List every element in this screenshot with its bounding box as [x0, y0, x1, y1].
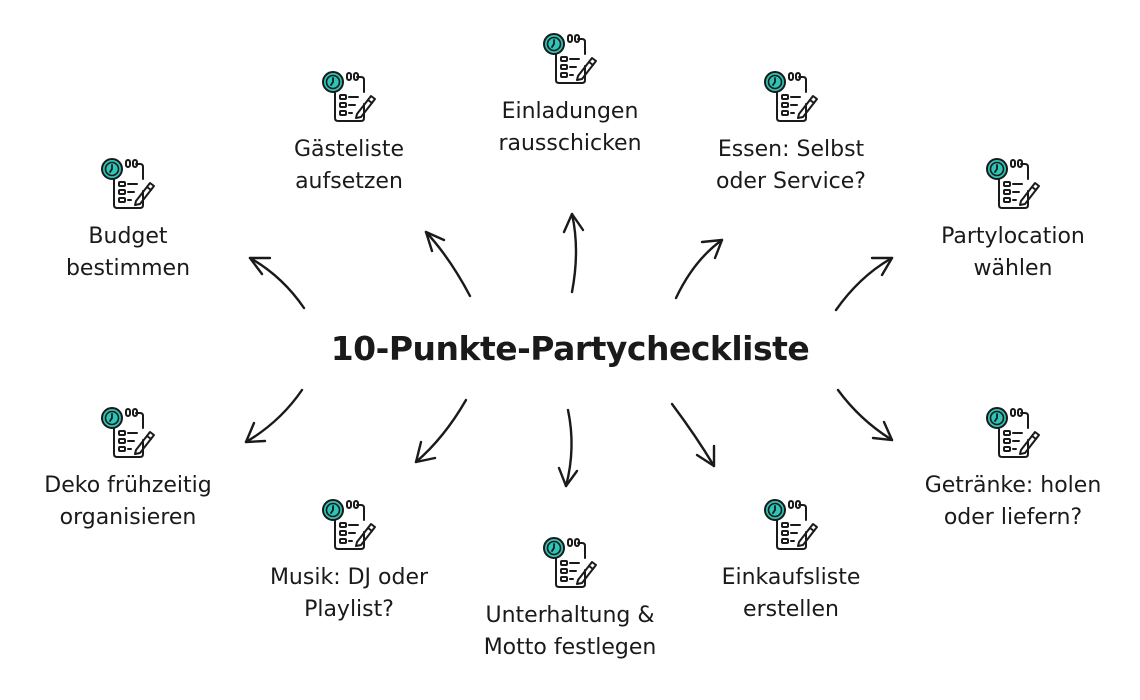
item-einladungen: Einladungen rausschicken [450, 30, 690, 160]
item-getraenke: Getränke: holen oder liefern? [893, 404, 1133, 534]
item-einkaufsliste: Einkaufsliste erstellen [671, 496, 911, 626]
arrow-musik [414, 398, 468, 464]
arrow-unterhaltung [557, 408, 579, 488]
item-label: Gästeliste aufsetzen [294, 137, 404, 194]
arrow-gaesteliste [424, 230, 472, 298]
item-unterhaltung: Unterhaltung & Motto festlegen [450, 534, 690, 664]
item-label: Essen: Selbst oder Service? [716, 137, 866, 194]
arrow-einkaufsliste [670, 402, 716, 468]
arrow-budget [248, 256, 306, 310]
item-label: Getränke: holen oder liefern? [924, 473, 1102, 530]
item-partylocation: Partylocation wählen [893, 155, 1133, 285]
item-label: Deko frühzeitig organisieren [44, 473, 212, 530]
clock-checklist-icon [763, 68, 819, 126]
arrow-einladungen [562, 212, 585, 294]
clock-checklist-icon [763, 496, 819, 554]
clock-checklist-icon [100, 155, 156, 213]
clock-checklist-icon [542, 30, 598, 88]
arrow-partylocation [834, 256, 894, 312]
item-label: Unterhaltung & Motto festlegen [483, 603, 657, 660]
item-label: Einladungen rausschicken [498, 99, 642, 156]
item-deko: Deko frühzeitig organisieren [8, 404, 248, 534]
arrow-getraenke [836, 388, 894, 442]
arrow-deko [244, 388, 304, 444]
item-gaesteliste: Gästeliste aufsetzen [229, 68, 469, 198]
item-label: Einkaufsliste erstellen [721, 565, 861, 622]
item-label: Musik: DJ oder Playlist? [269, 565, 429, 622]
clock-checklist-icon [542, 534, 598, 592]
diagram-title: 10-Punkte-Partycheckliste [330, 329, 810, 368]
item-budget: Budget bestimmen [8, 155, 248, 285]
clock-checklist-icon [985, 404, 1041, 462]
clock-checklist-icon [985, 155, 1041, 213]
item-label: Partylocation wählen [941, 224, 1085, 281]
item-label: Budget bestimmen [65, 224, 191, 281]
arrow-essen [674, 238, 724, 300]
clock-checklist-icon [321, 496, 377, 554]
item-musik: Musik: DJ oder Playlist? [229, 496, 469, 626]
item-essen: Essen: Selbst oder Service? [671, 68, 911, 198]
clock-checklist-icon [100, 404, 156, 462]
clock-checklist-icon [321, 68, 377, 126]
